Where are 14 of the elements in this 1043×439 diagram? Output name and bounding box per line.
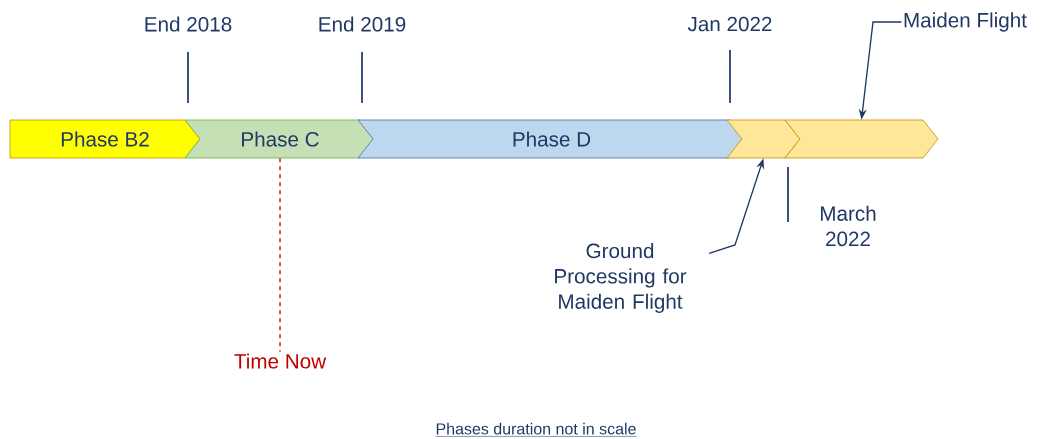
date-label: End 2019 [319,16,406,32]
timeline-segment [784,119,939,159]
date-label: March 2022 [821,205,876,247]
leader-line [279,157,281,353]
annotation-text: Maiden Flight [904,12,1027,32]
timeline-segment [726,119,801,159]
note-text: Phases duration not in scale [435,422,637,437]
date-label: End 2018 [145,16,232,32]
time-now-label: Time Now [234,353,327,369]
date-label: Jan 2022 [687,16,772,32]
timeline-segment: Phase C [184,119,376,159]
annotation-text: Ground Processing for Maiden Flight [555,243,687,313]
timeline-segment: Phase B2 [9,119,201,159]
timeline-segment: Phase D [357,119,746,159]
